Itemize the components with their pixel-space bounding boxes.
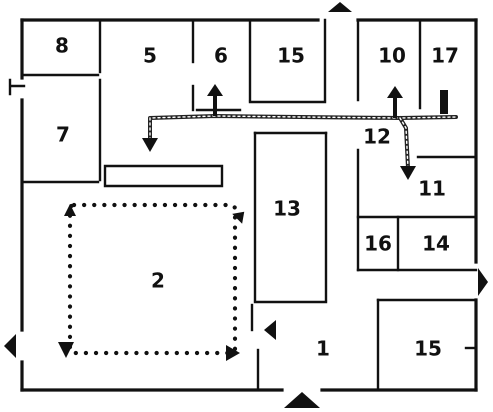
entrance-bottom-icon <box>284 392 320 408</box>
entrance-left-icon <box>4 334 16 358</box>
room-label-1: 1 <box>316 337 330 361</box>
room-label-15-top: 15 <box>277 44 305 68</box>
route-branch-down-texture <box>399 117 409 169</box>
entrance-markers <box>4 2 488 408</box>
interior-walls <box>20 18 478 390</box>
corridor-bench <box>103 164 224 188</box>
room-label-6: 6 <box>214 44 228 68</box>
loop-arrow-top-right-icon <box>232 211 245 224</box>
dotted-loop-path <box>67 202 238 356</box>
room-label-2: 2 <box>151 269 165 293</box>
room-label-5: 5 <box>143 44 157 68</box>
arrow-up-10-shaft <box>393 96 397 118</box>
loop-arrow-top-left-icon <box>64 204 76 216</box>
loop-arrow-bottom-right-icon <box>226 345 240 361</box>
room-label-15-bottom: 15 <box>414 337 442 361</box>
corridor-route <box>148 114 458 170</box>
entrance-left-tick <box>8 78 26 96</box>
arrow-up-to-6-icon <box>207 84 223 96</box>
arrow-down-to-11-icon <box>400 166 416 180</box>
arrow-17-marker-icon <box>440 90 448 114</box>
room-label-16: 16 <box>364 232 392 256</box>
room-2-dotted-loop <box>58 202 245 361</box>
entrance-right-icon <box>478 268 488 296</box>
arrow-up-6-shaft <box>213 92 217 116</box>
room-label-13: 13 <box>273 197 301 221</box>
room-labels: 8 5 6 15 10 17 7 12 13 11 16 14 2 1 15 <box>55 34 459 361</box>
route-arrows <box>142 84 448 180</box>
entrance-top-icon <box>328 2 352 12</box>
room-label-12: 12 <box>363 125 391 149</box>
room-label-17: 17 <box>431 44 459 68</box>
route-main <box>148 114 458 142</box>
room-label-10: 10 <box>378 44 406 68</box>
loop-arrow-bottom-left-icon <box>58 342 74 358</box>
arrow-down-to-7-icon <box>142 138 158 152</box>
arrow-up-to-10-icon <box>387 86 403 98</box>
outer-walls <box>20 18 478 392</box>
room-label-14: 14 <box>422 232 450 256</box>
route-main-texture <box>149 115 457 141</box>
room-label-11: 11 <box>418 177 446 201</box>
entrance-room1-icon <box>264 320 276 340</box>
room-label-8: 8 <box>55 34 69 58</box>
room-label-7: 7 <box>56 123 70 147</box>
